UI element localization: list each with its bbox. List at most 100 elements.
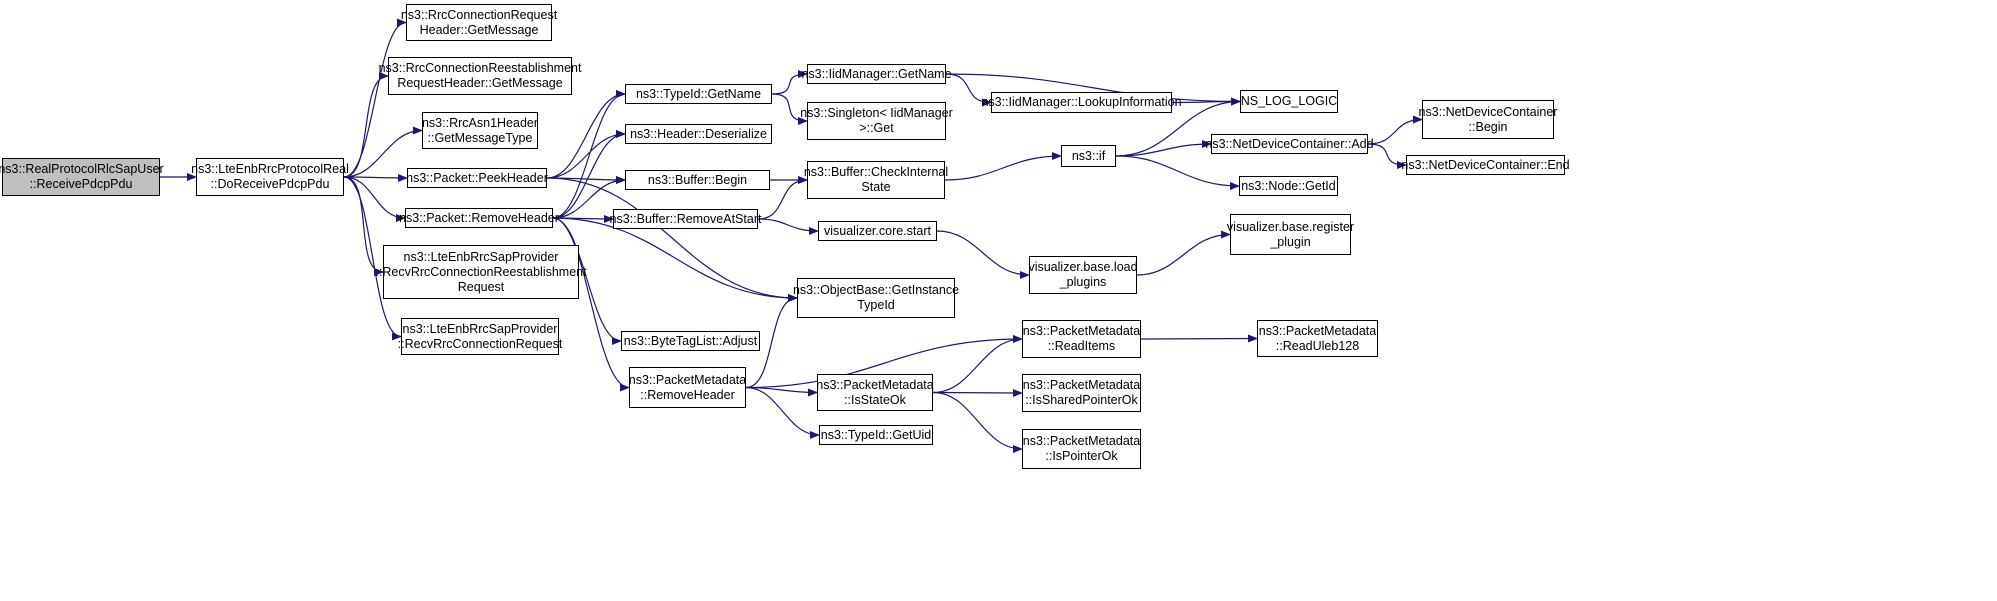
function-node[interactable]: ns3::PacketMetadata::IsPointerOk: [1022, 429, 1141, 469]
call-edge: [343, 126, 423, 178]
function-node[interactable]: ns3::Node::GetId: [1239, 176, 1338, 196]
call-edge: [771, 70, 808, 95]
node-label-line: ns3::PacketMetadata: [1022, 378, 1141, 392]
call-edge: [343, 176, 402, 341]
function-node[interactable]: ns3::PacketMetadata::ReadItems: [1022, 320, 1141, 358]
call-edge: [936, 230, 1030, 279]
call-edge: [343, 18, 407, 178]
function-node[interactable]: ns3::PacketMetadata::IsSharedPointerOk: [1022, 374, 1141, 412]
node-label-line: ns3::PacketMetadata: [1258, 323, 1377, 338]
call-edge: [546, 90, 626, 179]
node-label-line: ::IsSharedPointerOk: [1025, 393, 1138, 407]
function-node[interactable]: ns3::ByteTagList::Adjust: [621, 331, 760, 351]
call-edge: [945, 73, 1241, 106]
function-node[interactable]: ns3::Header::Deserialize: [625, 124, 772, 144]
function-node[interactable]: ns3::Buffer::Begin: [625, 170, 770, 190]
node-label-line: ns3::Packet::RemoveHeader: [399, 210, 559, 225]
call-edge: [1140, 334, 1258, 343]
function-node[interactable]: NS_LOG_LOGIC: [1240, 90, 1338, 113]
node-label-line: ns3::RrcAsn1Header: [421, 115, 539, 130]
call-edge: [343, 176, 406, 222]
function-node[interactable]: ns3::RealProtocolRlcSapUser::ReceivePdcp…: [0, 158, 164, 196]
function-node[interactable]: ns3::LteEnbRrcSapProvider::RecvRrcConnec…: [375, 245, 587, 299]
call-edge: [1115, 97, 1241, 157]
node-label-line: NS_LOG_LOGIC: [1240, 94, 1338, 108]
node-label-line: TypeId: [857, 298, 895, 312]
call-edge: [546, 130, 626, 179]
call-edge: [944, 152, 1062, 181]
node-label-line: ns3::LteEnbRrcProtocolReal: [191, 162, 349, 176]
function-node[interactable]: ns3::LteEnbRrcProtocolReal::DoReceivePdc…: [191, 158, 349, 196]
node-label-line: ns3::NetDeviceContainer: [1418, 104, 1558, 119]
function-node[interactable]: ns3::IidManager::LookupInformation: [981, 92, 1182, 113]
function-node[interactable]: ns3::TypeId::GetUid: [819, 425, 933, 445]
function-node[interactable]: ns3::Buffer::RemoveAtStart: [610, 209, 761, 229]
call-edge: [546, 177, 798, 302]
function-node[interactable]: visualizer.base.load_plugins: [1028, 256, 1138, 294]
function-node[interactable]: ns3::LteEnbRrcSapProvider::RecvRrcConnec…: [398, 318, 562, 355]
node-label-line: State: [861, 180, 891, 194]
function-node[interactable]: ns3::Singleton< IidManager>::Get: [800, 102, 953, 140]
node-label-line: ns3::Buffer::Begin: [647, 172, 748, 187]
call-edge: [945, 73, 992, 107]
node-label-line: ns3::Packet::PeekHeader: [406, 170, 548, 185]
node-label-line: ns3::LteEnbRrcSapProvider: [403, 249, 559, 264]
node-label-line: ns3::PacketMetadata: [628, 372, 747, 387]
call-edge: [552, 217, 630, 392]
function-node[interactable]: ns3::Packet::RemoveHeader: [399, 208, 559, 228]
call-edge: [932, 391, 1023, 453]
function-node[interactable]: visualizer.core.start: [818, 221, 937, 241]
function-node[interactable]: ns3::TypeId::GetName: [625, 84, 772, 104]
node-label-line: ns3::PacketMetadata: [1022, 434, 1141, 448]
node-label-line: ::IsPointerOk: [1045, 449, 1118, 463]
node-label-line: visualizer.base.load: [1028, 260, 1138, 274]
function-node[interactable]: visualizer.base.register_plugin: [1226, 214, 1355, 255]
node-label-line: ::RemoveHeader: [640, 387, 735, 402]
function-node[interactable]: ns3::if: [1061, 145, 1116, 167]
node-label-line: Request: [457, 279, 505, 294]
function-node[interactable]: ns3::PacketMetadata::ReadUleb128: [1257, 320, 1378, 357]
call-edge: [745, 335, 1023, 389]
node-label-line: ns3::Singleton< IidManager: [800, 106, 953, 120]
node-label-line: ns3::TypeId::GetUid: [820, 427, 932, 442]
call-edge: [552, 217, 798, 302]
node-label-line: visualizer.base.register: [1226, 219, 1355, 234]
function-node[interactable]: ns3::PacketMetadata::IsStateOk: [816, 374, 934, 411]
node-label-line: ns3::TypeId::GetName: [635, 86, 762, 101]
call-edge: [343, 173, 408, 182]
function-node[interactable]: ns3::PacketMetadata::RemoveHeader: [629, 367, 746, 408]
call-edge: [745, 386, 820, 439]
call-edge: [932, 335, 1023, 394]
node-label-line: ::ReceivePdcpPdu: [29, 177, 133, 191]
node-label-line: ::RecvRrcConnectionRequest: [397, 336, 563, 351]
call-edge: [745, 294, 798, 389]
node-label-line: _plugin: [1270, 234, 1311, 249]
node-label-line: ::ReadUleb128: [1275, 338, 1360, 353]
function-node[interactable]: ns3::RrcAsn1Header::GetMessageType: [422, 112, 538, 149]
call-edge: [1115, 155, 1240, 190]
function-node[interactable]: ns3::NetDeviceContainer::Add: [1205, 134, 1374, 154]
function-node[interactable]: ns3::Packet::PeekHeader: [406, 168, 548, 188]
node-label-line: ::RecvRrcConnectionReestablishment: [375, 264, 587, 279]
node-label-line: ::IsStateOk: [844, 392, 906, 407]
function-node[interactable]: ns3::IidManager::GetName: [801, 64, 952, 84]
node-label-line: ns3::RrcConnectionReestablishment: [378, 61, 582, 75]
function-node[interactable]: ns3::NetDeviceContainer::End: [1401, 155, 1570, 175]
node-label-line: ns3::PacketMetadata: [816, 377, 934, 392]
node-label-line: ns3::NetDeviceContainer::Add: [1205, 136, 1374, 151]
call-edge: [1115, 140, 1212, 157]
node-label-line: ns3::ByteTagList::Adjust: [623, 333, 758, 348]
function-node[interactable]: ns3::NetDeviceContainer::Begin: [1419, 100, 1557, 139]
call-edge: [552, 90, 626, 219]
node-label-line: >::Get: [859, 121, 894, 135]
node-label-line: RequestHeader::GetMessage: [397, 76, 563, 90]
node-label-line: ns3::Header::Deserialize: [630, 126, 767, 141]
node-label-line: ns3::NetDeviceContainer::End: [1401, 157, 1570, 172]
call-edge: [552, 130, 626, 219]
